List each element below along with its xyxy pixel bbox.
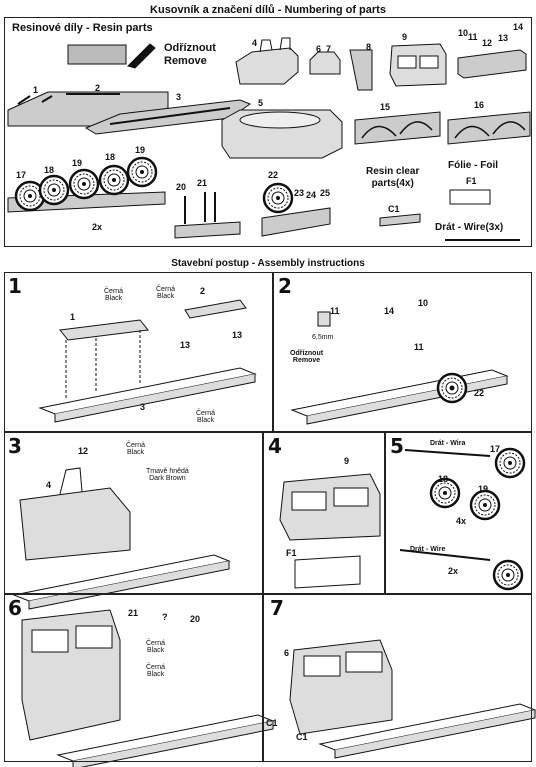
part-label: 18 [44, 165, 55, 175]
part-label: 6 [284, 648, 290, 658]
c1-label: C1 [388, 204, 400, 214]
part-label: 18 [438, 474, 449, 484]
part-label: 6 [316, 44, 322, 54]
part-label: 11 [468, 32, 478, 42]
part-label: 19 [72, 158, 83, 168]
question-label: ? [162, 612, 168, 622]
part-label: 19 [135, 145, 146, 155]
part-label: 14 [384, 306, 395, 316]
part-label: 8 [366, 42, 372, 52]
cut-note: 6,5mm [312, 334, 334, 341]
quantity-label: 2x [92, 222, 103, 232]
remove-note: Odříznout Remove [290, 350, 324, 364]
part-label: 1 [33, 85, 39, 95]
wire-label: Drát - Wire(3x) [435, 222, 504, 233]
part-label: 2 [200, 286, 206, 296]
part-label: 13 [180, 340, 191, 350]
part-label: 23 [294, 188, 305, 198]
color-note: Černá Black [156, 286, 176, 300]
part-label: 12 [482, 38, 493, 48]
step-4-panel [263, 432, 385, 594]
step-number: 4 [268, 434, 282, 458]
quantity-label: 2x [448, 566, 459, 576]
part-label: 17 [490, 444, 501, 454]
part-label: 22 [474, 388, 485, 398]
step-3-panel [4, 432, 263, 594]
step-number: 6 [8, 596, 22, 620]
step-6-panel [4, 594, 263, 762]
color-note: Černá Black [196, 410, 216, 424]
part-label: 11 [330, 306, 340, 316]
part-label: 21 [197, 178, 208, 188]
part-label: 9 [402, 32, 408, 42]
part-label: 20 [176, 182, 187, 192]
part-label: 7 [326, 44, 332, 54]
step-number: 1 [8, 274, 22, 298]
step-1-panel [4, 272, 273, 432]
part-label: 5 [258, 98, 264, 108]
part-label: 4 [46, 480, 52, 490]
part-label: 20 [190, 614, 201, 624]
step-drawings [13, 299, 536, 767]
parts-diagram [7, 37, 531, 241]
parts-panel [4, 17, 532, 247]
step-number: 2 [278, 274, 292, 298]
part-label: 24 [306, 190, 317, 200]
part-label: 17 [16, 170, 27, 180]
quantity-label: 4x [456, 516, 467, 526]
f1-label: F1 [466, 176, 477, 186]
foil-label: Fólie - Foil [448, 160, 498, 171]
step-number: 5 [390, 434, 404, 458]
assembly-title: Stavební postup - Assembly instructions [171, 258, 365, 269]
part-label: 3 [176, 92, 182, 102]
part-label: 3 [140, 402, 146, 412]
part-label: 18 [105, 152, 116, 162]
part-label: 13 [232, 330, 243, 340]
resin-title: Resinové díly - Resin parts [12, 22, 153, 34]
part-label: 15 [380, 102, 391, 112]
part-label: 16 [474, 100, 485, 110]
step-7-panel [263, 594, 532, 762]
part-label: C1 [296, 732, 308, 742]
part-label: 10 [418, 298, 429, 308]
part-label: 21 [128, 608, 139, 618]
part-label: 25 [320, 188, 331, 198]
remove-label: Odříznout Remove [164, 42, 216, 67]
part-label: 14 [513, 22, 524, 32]
step-5-panel [385, 432, 532, 594]
color-note: Tmavě hnědá Dark Brown [146, 468, 189, 482]
part-label: 22 [268, 170, 279, 180]
color-note: Černá Black [146, 640, 166, 654]
part-label: 13 [498, 33, 509, 43]
part-label: F1 [286, 548, 297, 558]
part-label: C1 [266, 718, 278, 728]
step-2-panel [273, 272, 532, 432]
part-label: 10 [458, 28, 469, 38]
color-note: Černá Black [104, 288, 124, 302]
part-label: 19 [478, 484, 489, 494]
color-note: Černá Black [146, 664, 166, 678]
part-label: 12 [78, 446, 89, 456]
part-label: 9 [344, 456, 350, 466]
wire-note: Drát - Wira [430, 440, 466, 447]
parts-title: Kusovník a značení dílů - Numbering of p… [150, 4, 386, 16]
step-number: 7 [270, 596, 284, 620]
part-label: 4 [252, 38, 258, 48]
part-label: 1 [70, 312, 76, 322]
part-label: 11 [414, 342, 424, 352]
part-label: 2 [95, 83, 101, 93]
color-note: Černá Black [126, 442, 146, 456]
step-number: 3 [8, 434, 22, 458]
wire-note: Drát - Wire [410, 546, 446, 553]
resin-clear-label: Resin clear parts(4x) [366, 166, 420, 189]
